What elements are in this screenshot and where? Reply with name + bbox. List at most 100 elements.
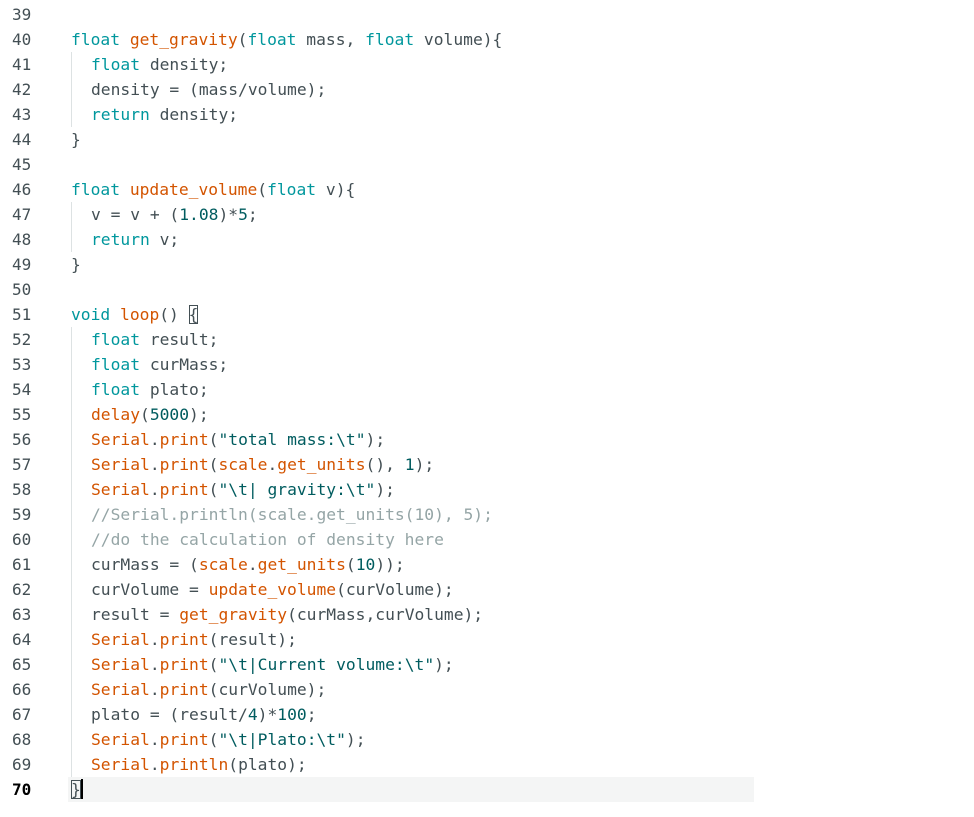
code-text[interactable]: return v; [91,227,179,252]
code-token: mass, [296,30,366,49]
code-line[interactable]: 39 [0,2,974,27]
code-text[interactable]: delay(5000); [91,402,209,427]
code-token: . [149,655,160,674]
code-text[interactable]: curMass = (scale.get_units(10)); [91,552,405,577]
code-line[interactable]: 49} [0,252,974,277]
code-token: print [159,430,209,449]
code-token: "total mass:\t" [218,430,366,449]
code-line[interactable]: 58 Serial.print("\t| gravity:\t"); [0,477,974,502]
code-text[interactable]: curVolume = update_volume(curVolume); [91,577,454,602]
code-token: plato = (result/ [91,705,248,724]
code-token: get_gravity [129,30,238,49]
code-text[interactable]: Serial.print("total mass:\t"); [91,427,385,452]
code-line[interactable]: 50 [0,277,974,302]
line-number: 64 [12,630,32,649]
code-line[interactable]: 59//Serial.println(scale.get_units(10), … [0,502,974,527]
code-text[interactable]: density = (mass/volume); [91,77,326,102]
code-line[interactable]: 64 Serial.print(result); [0,627,974,652]
code-text[interactable]: } [71,777,83,802]
code-text[interactable]: Serial.print("\t|Current volume:\t"); [91,652,454,677]
code-line[interactable]: 70} [0,777,974,802]
code-text[interactable]: Serial.print("\t|Plato:\t"); [91,727,366,752]
code-line[interactable]: 44} [0,127,974,152]
code-text[interactable]: Serial.print(scale.get_units(), 1); [91,452,434,477]
code-token: println [159,755,229,774]
code-token: (), [365,455,405,474]
code-line[interactable]: 60//do the calculation of density here [0,527,974,552]
line-number: 51 [12,305,32,324]
line-number: 58 [12,480,32,499]
code-token: scale [198,555,248,574]
code-token: float [267,180,317,199]
code-token: . [267,455,278,474]
code-text[interactable]: float get_gravity(float mass, float volu… [71,27,502,52]
code-token: density; [149,105,239,124]
code-text[interactable]: void loop() { [71,302,199,327]
code-text[interactable]: return density; [91,102,238,127]
code-text[interactable]: float plato; [91,377,209,402]
code-token: } [71,130,81,149]
indent-guide [71,427,72,452]
code-token: ); [375,480,395,499]
indent-guide [71,752,72,777]
code-token: ); [189,405,209,424]
code-text[interactable]: Serial.print(curVolume); [91,677,326,702]
code-token: ( [208,455,219,474]
code-token: scale [218,455,268,474]
code-line[interactable]: 51 void loop() { [0,302,974,327]
code-text[interactable]: v = v + (1.08)*5; [91,202,258,227]
code-token: ( [208,430,219,449]
code-line[interactable]: 65 Serial.print("\t|Current volume:\t"); [0,652,974,677]
code-text[interactable]: result = get_gravity(curMass,curVolume); [91,602,483,627]
code-text[interactable]: float update_volume(float v){ [71,177,355,202]
code-token: plato; [140,380,209,399]
line-number: 44 [12,130,32,149]
code-text[interactable]: float result; [91,327,218,352]
indent-guide [71,202,72,227]
code-text[interactable]: } [71,127,81,152]
code-text[interactable]: Serial.println(plato); [91,752,307,777]
code-token: Serial [91,430,150,449]
code-text[interactable]: Serial.print(result); [91,627,297,652]
code-text[interactable]: //do the calculation of density here [91,527,444,552]
code-token: Serial [91,480,150,499]
code-token: print [159,730,209,749]
code-text[interactable]: plato = (result/4)*100; [91,702,317,727]
line-number: 65 [12,655,32,674]
code-token: "\t| gravity:\t" [218,480,376,499]
code-token: ( [189,555,199,574]
code-text[interactable]: //Serial.println(scale.get_units(10), 5)… [91,502,493,527]
code-line[interactable]: 63 result = get_gravity(curMass,curVolume… [0,602,974,627]
line-number: 63 [12,605,32,624]
code-token [120,30,130,49]
code-token: . [149,680,160,699]
code-token: Serial [91,730,150,749]
code-text[interactable]: Serial.print("\t| gravity:\t"); [91,477,395,502]
code-token: v = v + ( [91,205,180,224]
code-text[interactable]: } [71,252,81,277]
code-token: float [247,30,297,49]
code-text[interactable]: float density; [91,52,228,77]
code-text[interactable]: float curMass; [91,352,228,377]
code-line[interactable]: 45 [0,152,974,177]
